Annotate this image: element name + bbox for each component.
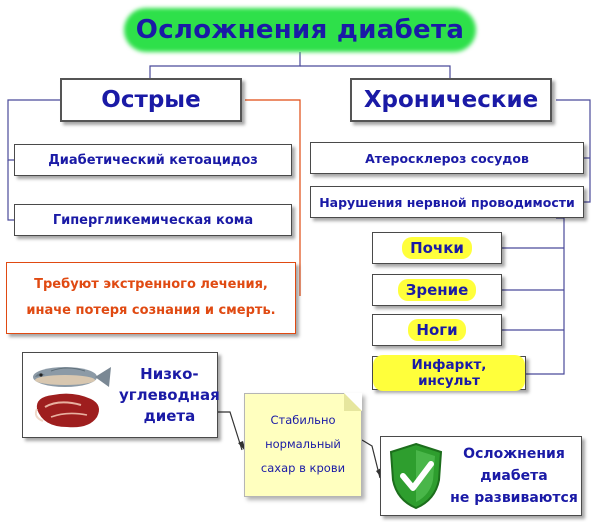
fish-icon bbox=[33, 367, 111, 387]
subitem-label: Почки bbox=[402, 237, 472, 259]
steak-icon bbox=[34, 393, 99, 428]
sugar-line-1: Стабильно bbox=[270, 413, 336, 427]
chronic-header-label: Хронические bbox=[363, 87, 539, 113]
page-title: Осложнения диабета bbox=[135, 15, 465, 45]
shield-check-icon bbox=[389, 442, 443, 510]
acute-item-label: Диабетический кетоацидоз bbox=[48, 152, 258, 168]
warning-line-1: Требуют экстренного лечения, bbox=[34, 277, 268, 292]
sugar-line-3: сахар в крови bbox=[260, 461, 346, 475]
subitem-label: Инфаркт, инсульт bbox=[373, 355, 525, 391]
chronic-item-label: Атеросклероз сосудов bbox=[365, 150, 529, 166]
acute-header: Острые bbox=[60, 78, 242, 122]
diet-line-1: Низко- bbox=[140, 364, 199, 383]
sugar-note-text: Стабильно нормальный сахар в крови bbox=[245, 408, 361, 480]
sugar-note: Стабильно нормальный сахар в крови bbox=[244, 393, 362, 497]
note-fold bbox=[344, 393, 362, 411]
result-text: Осложнения диабета не развиваются bbox=[447, 443, 581, 509]
result-line-1: Осложнения bbox=[463, 446, 565, 462]
chronic-subitem-heart: Инфаркт, инсульт bbox=[372, 355, 526, 391]
result-line-2: диабета bbox=[480, 468, 548, 484]
title-banner: Осложнения диабета bbox=[124, 8, 476, 52]
diet-line-2: углеводная bbox=[119, 385, 220, 404]
chronic-header: Хронические bbox=[350, 78, 552, 122]
chronic-item-label: Нарушения нервной проводимости bbox=[319, 194, 575, 210]
acute-warning: Требуют экстренного лечения, иначе потер… bbox=[6, 262, 296, 334]
acute-item-ketoacidosis: Диабетический кетоацидоз bbox=[14, 144, 292, 176]
title-glow bbox=[124, 8, 476, 52]
chronic-subitem-kidneys: Почки bbox=[372, 232, 502, 264]
sugar-line-2: нормальный bbox=[265, 437, 341, 451]
result-line-3: не развиваются bbox=[450, 490, 578, 506]
acute-item-coma: Гипергликемическая кома bbox=[14, 204, 292, 236]
result-shield bbox=[385, 440, 447, 512]
result-box: Осложнения диабета не развиваются bbox=[380, 436, 582, 516]
acute-header-label: Острые bbox=[101, 87, 201, 113]
diet-images bbox=[23, 353, 119, 437]
subitem-label: Ноги bbox=[408, 319, 466, 341]
subitem-label: Зрение bbox=[397, 279, 477, 301]
diet-line-3: диета bbox=[143, 406, 196, 425]
chronic-item-atherosclerosis: Атеросклероз сосудов bbox=[310, 142, 584, 174]
diet-text: Низко- углеводная диета bbox=[119, 353, 220, 437]
diet-box: Низко- углеводная диета bbox=[22, 352, 220, 438]
warning-line-2: иначе потеря сознания и смерть. bbox=[26, 303, 276, 318]
chronic-item-nerve: Нарушения нервной проводимости bbox=[310, 186, 584, 218]
chronic-subitem-vision: Зрение bbox=[372, 274, 502, 306]
acute-item-label: Гипергликемическая кома bbox=[52, 212, 254, 228]
chronic-subitem-legs: Ноги bbox=[372, 314, 502, 346]
